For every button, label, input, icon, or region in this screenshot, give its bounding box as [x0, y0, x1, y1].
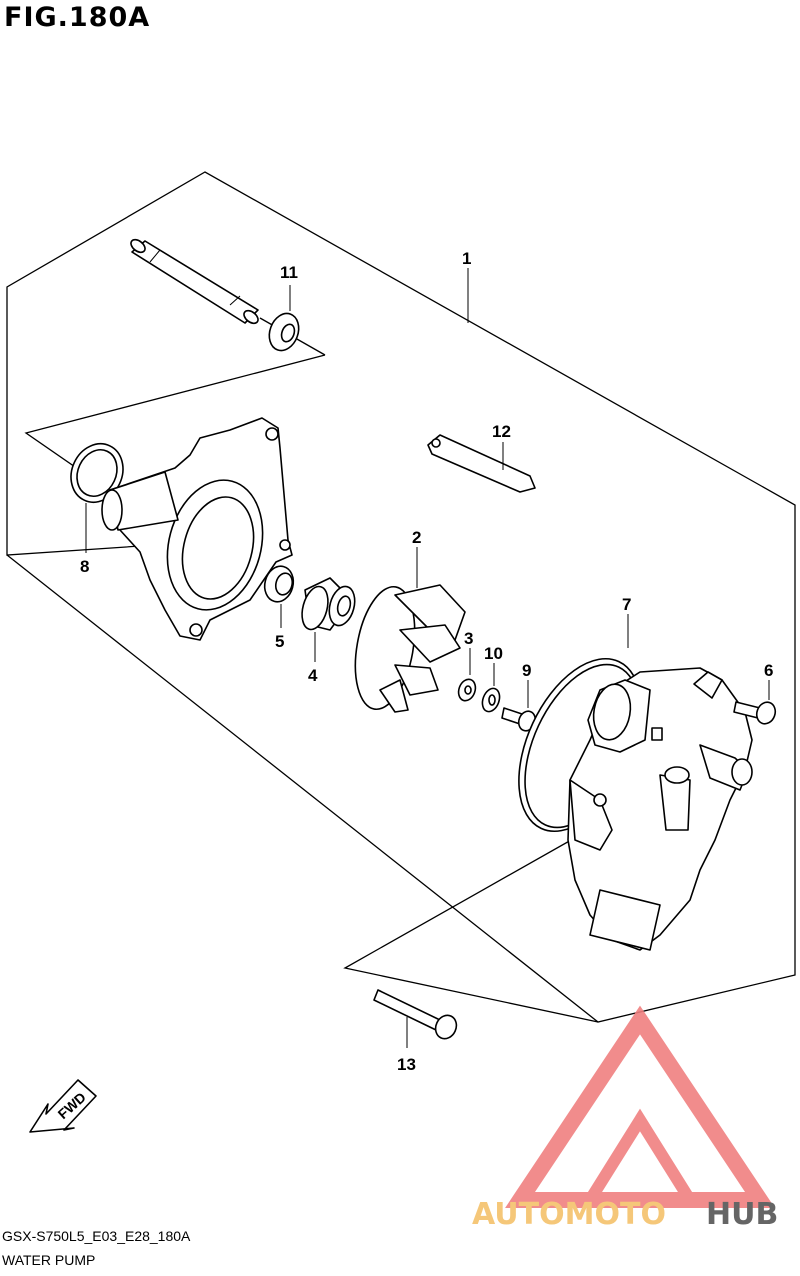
- mechanical-seal-4: [301, 577, 356, 631]
- watermark-text-secondary: HUB: [706, 1197, 778, 1232]
- washer-11: [268, 312, 300, 352]
- pump-body: [101, 417, 293, 641]
- lower-bracket: [343, 834, 599, 1023]
- callout-5: 5: [275, 632, 284, 651]
- bolt-13: [373, 989, 458, 1040]
- callout-3: 3: [464, 629, 473, 648]
- washer-10: [481, 687, 501, 713]
- figure-name: WATER PUMP: [2, 1252, 96, 1268]
- callout-1: 1: [462, 249, 471, 268]
- callout-9: 9: [522, 661, 531, 680]
- watermark-logo: AUTOMOTO HUB: [472, 1005, 778, 1232]
- impeller-2: [354, 584, 466, 713]
- figure-title: FIG.180A: [4, 2, 151, 33]
- pump-cover: [567, 667, 753, 951]
- callout-2: 2: [412, 528, 421, 547]
- callout-8: 8: [80, 557, 89, 576]
- callout-12: 12: [492, 422, 511, 441]
- watermark-text-primary: AUTOMOTO: [472, 1197, 666, 1232]
- callout-4: 4: [308, 666, 318, 685]
- clamp-12: [427, 434, 536, 493]
- fwd-direction-badge: FWD: [29, 1079, 97, 1133]
- callout-13: 13: [397, 1055, 416, 1074]
- callout-7: 7: [622, 595, 631, 614]
- callout-6: 6: [764, 661, 773, 680]
- oil-seal-5: [263, 565, 295, 603]
- bolt-6: [733, 701, 777, 725]
- figure-code: GSX-S750L5_E03_E28_180A: [2, 1228, 191, 1244]
- callout-11: 11: [280, 263, 298, 282]
- washer-3: [457, 678, 477, 702]
- callout-10: 10: [484, 644, 503, 663]
- o-ring-8: [70, 443, 124, 503]
- pump-shaft: [130, 238, 259, 325]
- arrow-down-left-icon: [29, 1079, 97, 1133]
